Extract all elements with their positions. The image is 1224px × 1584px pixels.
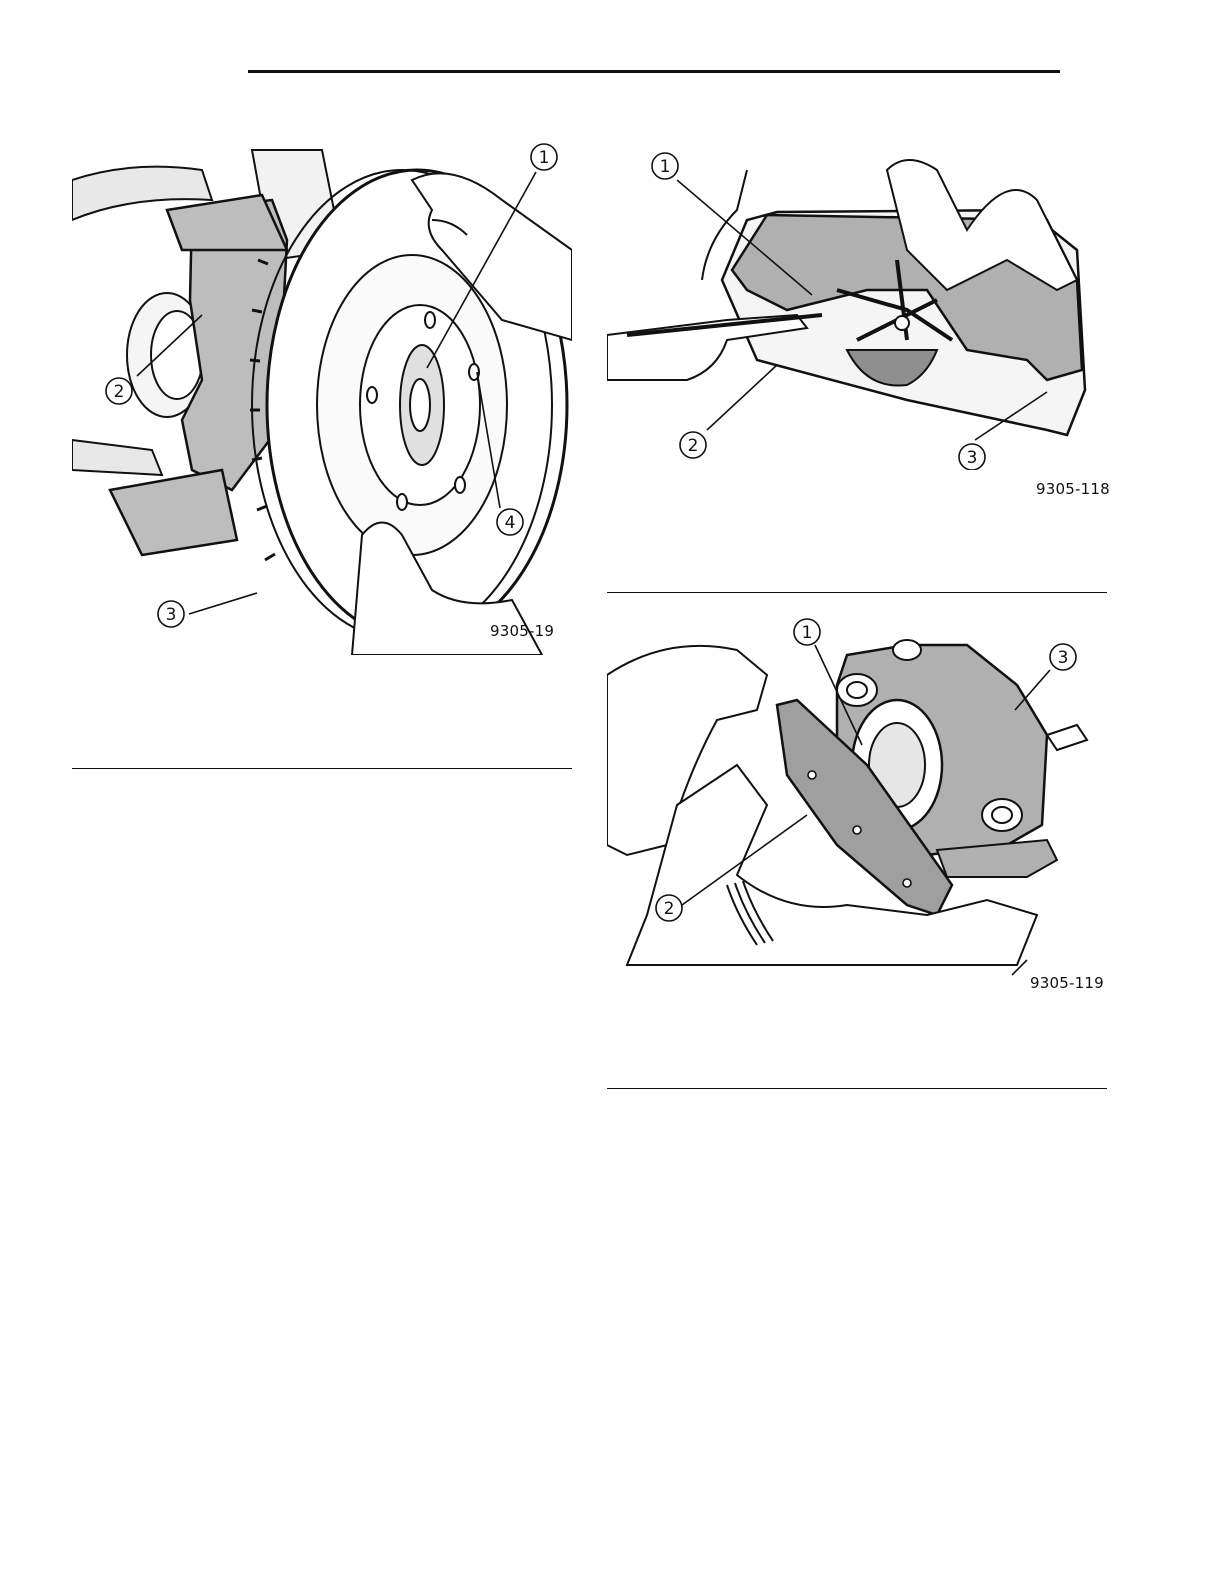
- figure-pad-removal-bottom-rule: [607, 592, 1107, 593]
- svg-text:3: 3: [967, 448, 978, 468]
- svg-text:2: 2: [114, 382, 125, 402]
- callout-4: 4: [497, 509, 523, 535]
- callout-1: 1: [531, 144, 557, 170]
- rotor-illustration: 1 2 3 4: [72, 140, 572, 655]
- svg-text:4: 4: [505, 513, 516, 533]
- figure-rotor: 1 2 3 4: [72, 140, 572, 655]
- figure-code-pad-removal: 9305-118: [1036, 480, 1110, 498]
- figure-pad-removal: 1 2 3: [607, 140, 1107, 470]
- figure-caliper-bottom-rule: [607, 1088, 1107, 1089]
- svg-text:3: 3: [1058, 648, 1069, 668]
- figure-code-caliper: 9305-119: [1030, 974, 1104, 992]
- callout-3: 3: [1050, 644, 1076, 670]
- figure-code-rotor: 9305-19: [490, 622, 554, 640]
- pad-removal-illustration: 1 2 3: [607, 140, 1107, 470]
- svg-text:1: 1: [660, 157, 671, 177]
- callout-2: 2: [106, 378, 132, 404]
- header-rule: [248, 70, 1060, 73]
- callout-3: 3: [158, 601, 184, 627]
- caliper-illustration: 1 2 3: [607, 615, 1107, 980]
- callout-1: 1: [652, 153, 678, 179]
- svg-text:1: 1: [539, 148, 550, 168]
- svg-text:2: 2: [664, 899, 675, 919]
- callout-2: 2: [680, 432, 706, 458]
- callout-3: 3: [959, 444, 985, 470]
- svg-text:1: 1: [802, 623, 813, 643]
- callout-1: 1: [794, 619, 820, 645]
- svg-text:2: 2: [688, 436, 699, 456]
- figure-rotor-bottom-rule: [72, 768, 572, 769]
- figure-caliper: 1 2 3: [607, 615, 1107, 980]
- svg-text:3: 3: [166, 605, 177, 625]
- callout-2: 2: [656, 895, 682, 921]
